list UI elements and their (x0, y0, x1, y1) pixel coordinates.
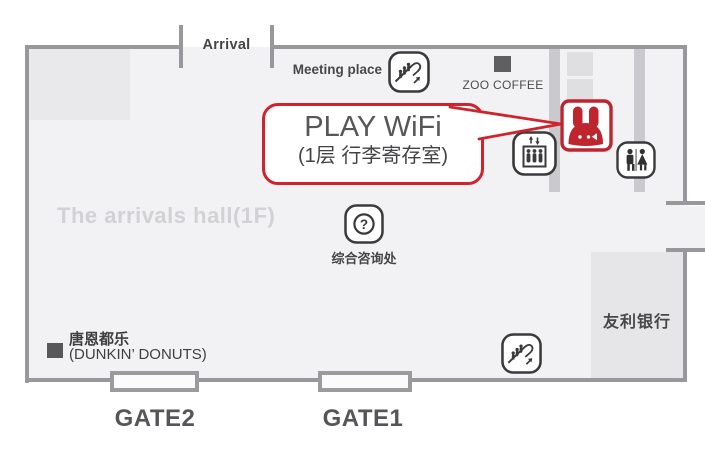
question-glyph: ? (360, 217, 368, 232)
question-mark-icon: ? (344, 204, 384, 244)
play-wifi-callout: PLAY WiFi (1层 行李寄存室) (262, 103, 484, 185)
wall-right-lower (683, 248, 687, 382)
structure-block-topleft (29, 49, 130, 120)
gate2-opening (110, 371, 199, 392)
structure-block-lower (567, 79, 593, 100)
square-marker-icon (494, 56, 511, 72)
woori-bank-area: 友利银行 (591, 252, 683, 378)
restroom-icon (616, 141, 656, 179)
structure-block-upper (567, 52, 593, 76)
corridor-floor (683, 206, 705, 248)
gate1-label: GATE1 (322, 405, 404, 432)
info-desk-label: 综合咨询处 (331, 251, 397, 266)
play-wifi-title: PLAY WiFi (304, 111, 442, 143)
woori-bank-label: 友利银行 (602, 314, 671, 331)
corridor-wall-bottom (666, 248, 705, 252)
gate2-label: GATE2 (114, 405, 196, 432)
hall-name-label: The arrivals hall(1F) (57, 203, 276, 228)
wall-bottom-3 (410, 378, 687, 382)
wall-left (25, 45, 29, 383)
dunkin-donuts-label-en: (DUNKIN’ DONUTS) (69, 346, 207, 363)
elevator-icon (512, 131, 557, 176)
wall-right-upper (683, 45, 687, 205)
escalator-icon (388, 51, 430, 93)
meeting-place-label: Meeting place (292, 62, 382, 77)
structure-column-right (634, 49, 645, 192)
wall-top-right (271, 45, 687, 49)
zoo-coffee-label: ZOO COFFEE (462, 78, 544, 92)
square-marker-icon (47, 343, 63, 358)
escalator-icon (501, 333, 542, 374)
wall-top-left (25, 45, 182, 49)
arrival-label: Arrival (202, 37, 251, 53)
rabbit-icon (560, 99, 613, 152)
arrival-door-jamb-left (179, 25, 183, 68)
corridor-wall-top (666, 201, 705, 205)
gate1-opening (318, 371, 412, 392)
wall-bottom-1 (25, 378, 112, 382)
wall-bottom-2 (197, 378, 322, 382)
dunkin-donuts-label-cn: 唐恩都乐 (69, 331, 130, 348)
play-wifi-subtitle: (1层 行李寄存室) (298, 145, 448, 168)
arrival-door-jamb-right (270, 25, 274, 68)
